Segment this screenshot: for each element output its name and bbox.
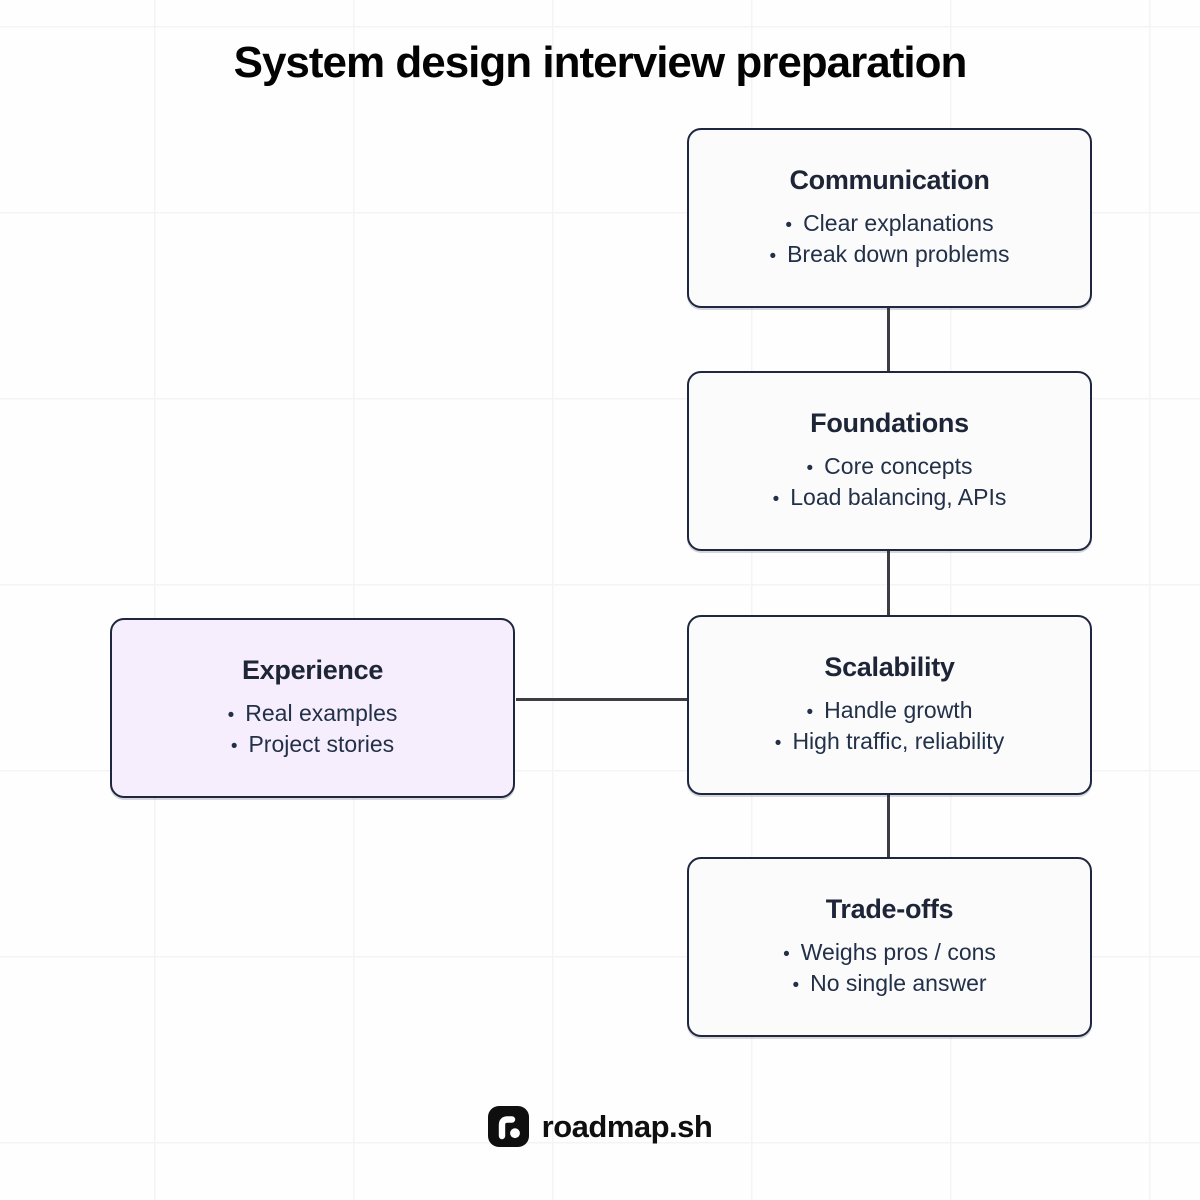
page-title: System design interview preparation — [233, 38, 968, 87]
bullet-icon: • — [806, 458, 814, 479]
list-item: • Weighs pros / cons — [783, 938, 996, 969]
node-foundations-bullet-2: Load balancing, APIs — [790, 484, 1007, 510]
node-experience: Experience • Real examples • Project sto… — [110, 618, 515, 798]
node-scalability: Scalability • Handle growth • High traff… — [687, 615, 1092, 795]
bullet-icon: • — [774, 733, 782, 754]
bullet-icon: • — [230, 736, 238, 757]
brand-name: roadmap.sh — [541, 1108, 713, 1144]
roadmap-logo-icon — [487, 1106, 529, 1147]
node-scalability-title: Scalability — [824, 652, 955, 682]
node-tradeoffs-bullet-2: No single answer — [810, 970, 987, 996]
node-foundations-title: Foundations — [810, 408, 969, 438]
list-item: • Handle growth — [807, 696, 973, 727]
list-item: • Real examples — [228, 699, 398, 730]
node-foundations: Foundations • Core concepts • Load balan… — [687, 371, 1092, 551]
bullet-icon: • — [769, 246, 777, 267]
bullet-icon: • — [783, 944, 790, 965]
edge-experience-scalability — [516, 698, 687, 701]
node-foundations-bullet-1: Core concepts — [824, 453, 973, 479]
node-experience-title: Experience — [241, 655, 384, 685]
node-communication-bullet-1: Clear explanations — [803, 210, 994, 236]
node-scalability-bullet-1: Handle growth — [824, 697, 973, 723]
node-experience-bullet-1: Real examples — [245, 700, 398, 726]
list-item: • Clear explanations — [785, 209, 993, 240]
bullet-icon: • — [227, 705, 235, 726]
edge-scalability-tradeoffs — [887, 795, 890, 857]
node-scalability-bullet-2: High traffic, reliability — [792, 728, 1005, 754]
bullet-icon: • — [772, 489, 780, 510]
list-item: • Project stories — [231, 730, 394, 761]
node-communication-bullet-2: Break down problems — [787, 241, 1010, 267]
list-item: • No single answer — [792, 969, 986, 1000]
footer-brand: roadmap.sh — [0, 1106, 1200, 1147]
node-communication-title: Communication — [789, 165, 990, 195]
edge-communication-foundations — [887, 308, 890, 371]
node-tradeoffs-bullet-1: Weighs pros / cons — [800, 939, 996, 965]
list-item: • Load balancing, APIs — [773, 483, 1007, 514]
node-tradeoffs-title: Trade-offs — [825, 894, 954, 924]
bullet-icon: • — [785, 215, 793, 236]
edge-foundations-scalability — [887, 551, 890, 615]
list-item: • Core concepts — [807, 452, 973, 483]
node-communication: Communication • Clear explanations • Bre… — [687, 128, 1092, 308]
bullet-icon: • — [806, 702, 814, 723]
bullet-icon: • — [792, 975, 800, 996]
list-item: • Break down problems — [769, 240, 1009, 271]
node-tradeoffs: Trade-offs • Weighs pros / cons • No sin… — [687, 857, 1092, 1037]
list-item: • High traffic, reliability — [775, 727, 1004, 758]
node-experience-bullet-2: Project stories — [248, 731, 395, 757]
